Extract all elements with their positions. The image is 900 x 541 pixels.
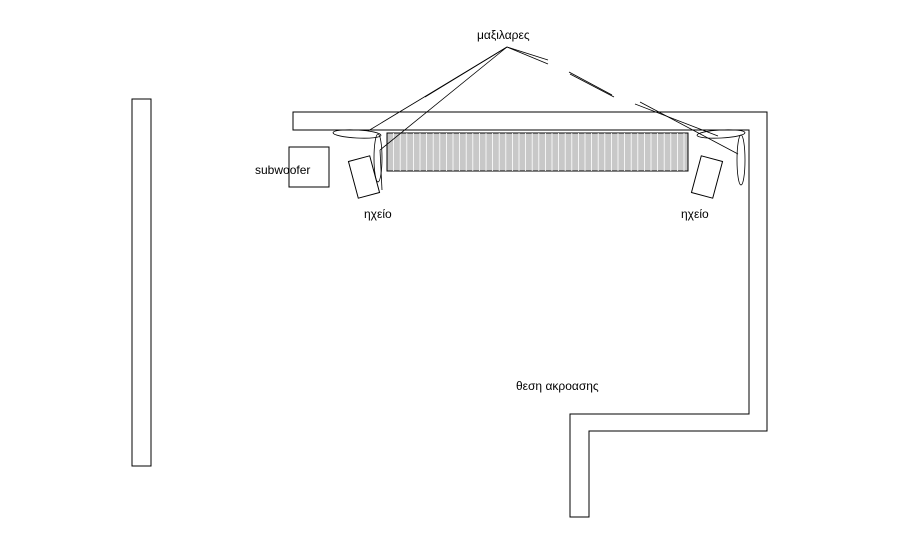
right-speaker <box>690 155 724 199</box>
right-speaker-label: ηχείο <box>681 207 709 221</box>
listening-position-label: θεση ακροασης <box>516 379 599 393</box>
pillow-pointer-lines <box>367 46 739 191</box>
left-speaker-label: ηχείο <box>364 207 392 221</box>
pillow-right-side <box>736 134 746 186</box>
room-wall-outline <box>292 111 768 518</box>
left-wall <box>131 98 152 467</box>
left-speaker <box>347 155 381 199</box>
subwoofer-box <box>288 146 330 188</box>
pillows-label: μαξιλαρες <box>477 28 530 42</box>
slatted-panel <box>386 132 689 172</box>
pillow-left-top <box>332 129 382 139</box>
pillow-left-side <box>373 133 383 183</box>
pillow-right-top <box>696 129 746 139</box>
subwoofer-label: subwoofer <box>255 163 310 177</box>
panel-slats <box>393 133 685 171</box>
